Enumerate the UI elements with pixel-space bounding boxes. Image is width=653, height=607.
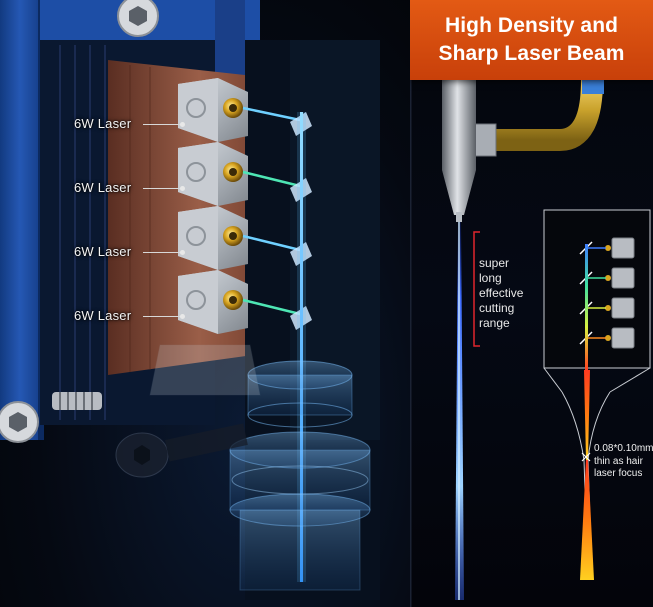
focus-note-line: laser focus xyxy=(594,468,643,479)
headline-line-1: High Density and xyxy=(444,14,619,37)
headline-banner: High Density and Sharp Laser Beam xyxy=(410,0,653,80)
laser-label-1: 6W Laser xyxy=(74,116,132,131)
range-note: super long effective cutting range xyxy=(479,256,523,331)
inset-diodes xyxy=(605,237,635,349)
range-note-line: super xyxy=(479,256,510,270)
screw-icon xyxy=(115,423,248,478)
laser-label-3: 6W Laser xyxy=(74,244,132,259)
air-assist-tube xyxy=(490,79,603,151)
range-note-line: range xyxy=(479,316,510,330)
focus-cross-icon xyxy=(581,452,591,462)
diode-block-3 xyxy=(178,206,248,270)
diode-block-4 xyxy=(178,270,248,334)
range-note-line: effective xyxy=(479,286,524,300)
laser-module-graphic xyxy=(0,0,380,600)
range-note-line: long xyxy=(479,271,502,285)
headline-line-2: Sharp Laser Beam xyxy=(438,42,625,65)
hex-screw-icon xyxy=(0,401,39,443)
range-note-line: cutting xyxy=(479,301,515,315)
combined-beam xyxy=(300,112,303,582)
laser-nozzle xyxy=(442,80,476,222)
hex-screw-icon xyxy=(117,0,159,37)
laser-module-illustration: 6W Laser 6W Laser 6W Laser 6W Laser xyxy=(0,0,410,607)
focus-note-line: thin as hair xyxy=(594,455,643,467)
focused-beam xyxy=(580,460,594,580)
laser-label-2: 6W Laser xyxy=(74,180,132,195)
focus-note: 0.08*0.10mm thin as hair laser focus xyxy=(594,443,653,481)
housing-left-wall xyxy=(0,0,40,440)
diode-block-2 xyxy=(178,142,248,206)
laser-label-4: 6W Laser xyxy=(74,308,132,323)
horizontal-beams xyxy=(242,106,301,316)
leader-line-2 xyxy=(143,186,185,191)
focus-note-line: 0.08*0.10mm xyxy=(594,443,653,454)
leader-line-1 xyxy=(143,122,185,127)
range-bracket xyxy=(473,231,480,347)
beam-detail-panel: High Density and Sharp Laser Beam super … xyxy=(410,0,653,607)
diode-block-1 xyxy=(178,78,248,142)
leader-line-4 xyxy=(143,314,185,319)
bolt-icon xyxy=(52,392,102,410)
leader-line-3 xyxy=(143,250,185,255)
focus-lens-assembly xyxy=(149,344,371,591)
beam-detail-graphic xyxy=(410,78,651,607)
